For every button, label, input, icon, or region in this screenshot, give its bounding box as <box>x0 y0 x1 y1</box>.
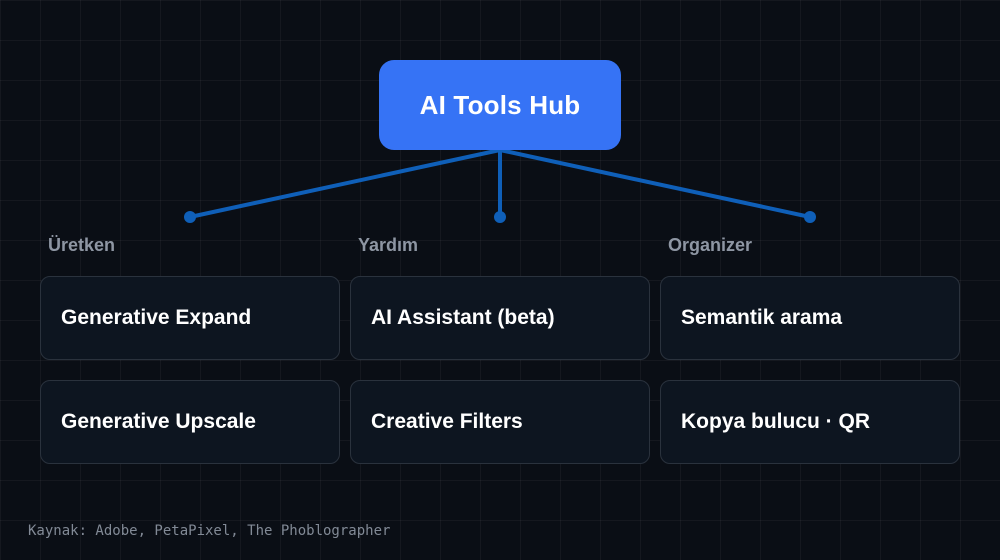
tool-card-label: AI Assistant (beta) <box>371 306 555 329</box>
connector-dot-yardim <box>494 211 506 223</box>
tool-card-label: Kopya bulucu · QR <box>681 410 870 433</box>
connector-dot-organizer <box>804 211 816 223</box>
tool-card-ai-assistant[interactable]: AI Assistant (beta) <box>350 276 650 360</box>
connector-line-organizer <box>499 148 811 219</box>
hub-title: AI Tools Hub <box>419 89 581 120</box>
column-header-uretken: Üretken <box>48 235 116 255</box>
source-caption: Kaynak: Adobe, PetaPixel, The Phoblograp… <box>28 523 391 539</box>
column-header-organizer: Organizer <box>668 235 753 255</box>
tool-card-label: Creative Filters <box>371 410 523 433</box>
column-header-yardim: Yardım <box>358 235 419 255</box>
tool-card-kopya-bulucu[interactable]: Kopya bulucu · QR <box>660 380 960 464</box>
connector-line-uretken <box>189 148 501 219</box>
tool-card-creative-filters[interactable]: Creative Filters <box>350 380 650 464</box>
tool-card-semantik-arama[interactable]: Semantik arama <box>660 276 960 360</box>
tool-card-label: Semantik arama <box>681 306 843 329</box>
tool-card-generative-expand[interactable]: Generative Expand <box>40 276 340 360</box>
hub-node[interactable]: AI Tools Hub <box>379 60 621 150</box>
connector-dot-uretken <box>184 211 196 223</box>
tool-card-generative-upscale[interactable]: Generative Upscale <box>40 380 340 464</box>
tool-card-label: Generative Expand <box>61 306 252 329</box>
tool-card-label: Generative Upscale <box>61 410 256 433</box>
